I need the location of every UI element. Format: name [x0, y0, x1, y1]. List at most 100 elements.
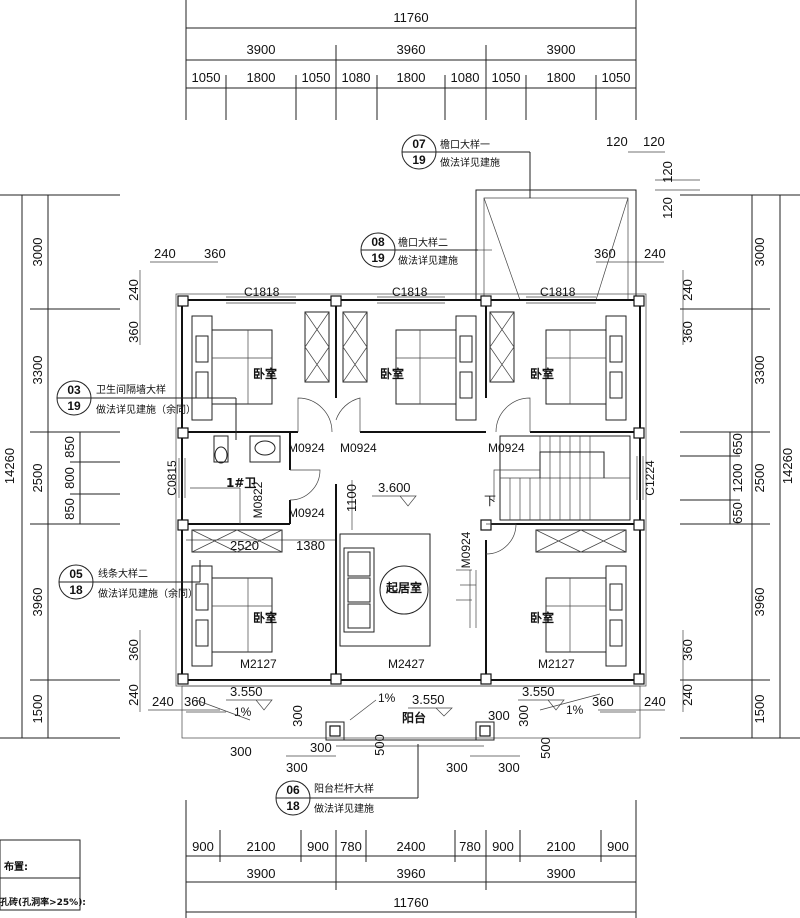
dim-misc: 1380	[296, 538, 325, 553]
dim-top-sub: 1800	[397, 70, 426, 85]
dim-misc: 500	[372, 734, 387, 756]
door-label: M2127	[538, 657, 575, 671]
room-bedroom-top-left: 卧室	[253, 366, 277, 381]
dim-left-span: 2500	[30, 464, 45, 493]
door-label: M2127	[240, 657, 277, 671]
dim-misc: 360	[592, 694, 614, 709]
callout-sheet: 19	[67, 399, 81, 413]
door-labels: M0924 M0924 M0924 M0924 M0924 M2127 M242…	[240, 441, 575, 671]
dim-misc: 300	[290, 705, 305, 727]
dim-misc: 500	[538, 737, 553, 759]
levels: 3.600 3.550 3.550 3.550 1% 1% 1%	[195, 480, 601, 721]
level-balcony-middle: 3.550	[412, 692, 445, 707]
living-furniture	[339, 533, 476, 647]
dim-misc: 300	[286, 760, 308, 775]
dim-left-total: 14260	[2, 448, 17, 484]
dim-misc: 120	[660, 161, 675, 183]
dim-left-span: 3000	[30, 238, 45, 267]
callout-number: 03	[67, 383, 81, 397]
dim-right-sub: 650	[730, 433, 745, 455]
dim-bottom-sub: 2100	[547, 839, 576, 854]
door-label: M0924	[459, 531, 473, 568]
dim-misc: 360	[184, 694, 206, 709]
dim-bottom-sub: 2100	[247, 839, 276, 854]
dim-bottom-total: 11760	[393, 895, 428, 910]
window-label: C0815	[165, 460, 179, 496]
bathroom	[190, 435, 281, 524]
level-hall: 3.600	[378, 480, 411, 495]
room-bedroom-top-middle: 卧室	[380, 366, 404, 381]
door-label: M0822	[251, 481, 265, 518]
door-label: M0924	[288, 506, 325, 520]
callout-line2: 做法详见建施	[398, 254, 458, 267]
door-swings	[289, 397, 531, 628]
beds	[191, 315, 627, 667]
dim-bottom-sub: 900	[492, 839, 514, 854]
room-balcony: 阳台	[402, 710, 426, 725]
dim-bottom-span: 3900	[247, 866, 276, 881]
dim-misc: 360	[680, 321, 695, 343]
slope-middle: 1%	[378, 691, 396, 705]
room-labels: 卧室 卧室 卧室 卧室 卧室 1#卫 起居室 阳台	[226, 366, 554, 725]
dim-top-span: 3900	[247, 42, 276, 57]
callout-number: 05	[69, 567, 83, 581]
callout-sheet: 19	[371, 251, 385, 265]
callout-06: 06 18 阳台栏杆大样 做法详见建施	[275, 744, 419, 816]
callout-number: 07	[412, 137, 426, 151]
callout-line1: 檐口大样二	[398, 236, 448, 249]
dim-right-total: 14260	[780, 448, 795, 484]
dim-bottom-sub: 900	[307, 839, 329, 854]
dim-misc: 360	[594, 246, 616, 261]
note-line1: 布置:	[4, 860, 28, 873]
dim-misc: 120	[643, 134, 665, 149]
callout-line2: 做法详见建施（余同）	[96, 403, 196, 416]
dim-bottom-span: 3960	[397, 866, 426, 881]
level-balcony-left: 3.550	[230, 684, 263, 699]
bottom-dimensions: 900 2100 900 780 2400 780 900 2100 900 3…	[185, 800, 637, 918]
door-label: M0924	[288, 441, 325, 455]
misc-dimensions: 120 120 120 120 240 360 360 240 240 360 …	[126, 134, 700, 775]
window-label: C1224	[643, 460, 657, 496]
wardrobes	[191, 311, 627, 553]
dim-misc: 240	[126, 684, 141, 706]
dim-misc: 360	[126, 639, 141, 661]
dim-top-sub: 1050	[302, 70, 331, 85]
callout-line2: 做法详见建施	[440, 156, 500, 169]
slope-right: 1%	[566, 703, 584, 717]
dim-misc: 120	[606, 134, 628, 149]
room-bedroom-bottom-left: 卧室	[253, 610, 277, 625]
dim-right-span: 2500	[752, 464, 767, 493]
dim-right-span: 1500	[752, 695, 767, 724]
dim-misc: 2520	[230, 538, 259, 553]
room-bathroom: 1#卫	[226, 476, 256, 490]
dim-misc: 300	[498, 760, 520, 775]
dim-left-span: 3300	[30, 356, 45, 385]
dim-left-span: 1500	[30, 695, 45, 724]
dim-misc: 300	[488, 708, 510, 723]
callout-line1: 线条大样二	[98, 567, 148, 580]
room-bedroom-bottom-right: 卧室	[530, 610, 554, 625]
dim-top-sub: 1080	[342, 70, 371, 85]
dim-misc: 360	[680, 639, 695, 661]
dim-top-sub: 1050	[192, 70, 221, 85]
callout-line2: 做法详见建施（余同）	[98, 587, 198, 600]
dim-top-total: 11760	[393, 10, 428, 25]
dim-top-sub: 1800	[547, 70, 576, 85]
dim-misc: 360	[126, 321, 141, 343]
dim-misc: 240	[644, 694, 666, 709]
callout-line1: 檐口大样一	[440, 138, 490, 151]
dim-right-sub: 650	[730, 502, 745, 524]
dim-top-sub: 1800	[247, 70, 276, 85]
room-living: 起居室	[385, 580, 422, 595]
dim-misc: 240	[126, 279, 141, 301]
dim-misc: 360	[204, 246, 226, 261]
dim-left-sub: 850	[62, 498, 77, 520]
dim-right-span: 3300	[752, 356, 767, 385]
dim-misc: 300	[310, 740, 332, 755]
dim-top-span: 3900	[547, 42, 576, 57]
note-line2: 孔砖(孔洞率>25%):	[0, 896, 86, 908]
note-table: 布置: 孔砖(孔洞率>25%):	[0, 839, 86, 911]
stairs: 下	[484, 435, 631, 521]
